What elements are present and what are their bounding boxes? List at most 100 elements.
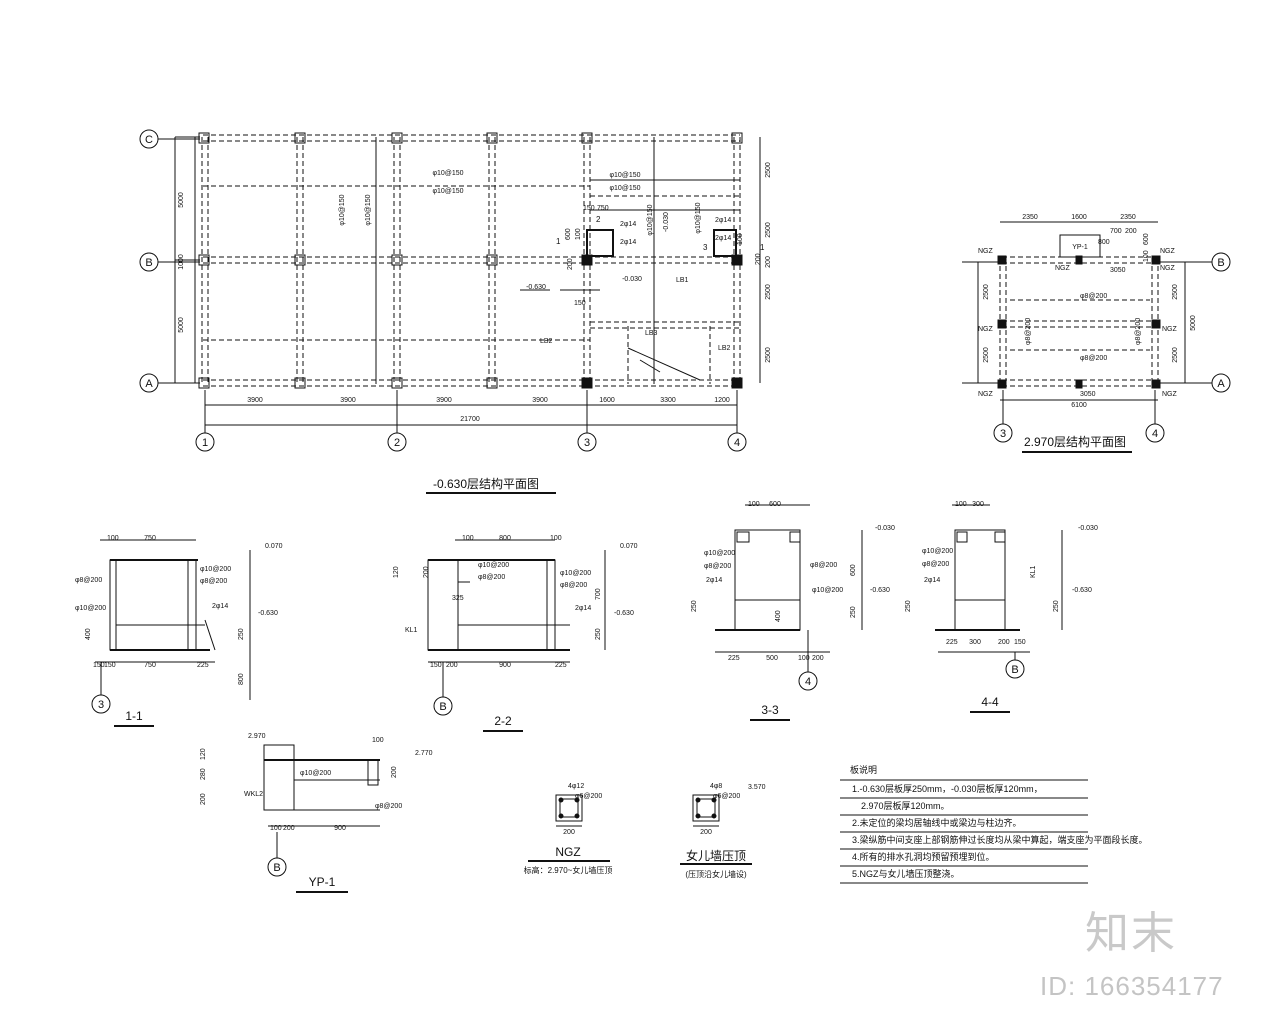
svg-text:250: 250: [1053, 600, 1060, 612]
svg-text:-0.630: -0.630: [870, 587, 890, 594]
svg-text:LB3: LB3: [645, 330, 658, 337]
svg-text:(压顶沿女儿墙设): (压顶沿女儿墙设): [685, 869, 747, 879]
svg-text:φ10@150: φ10@150: [647, 204, 654, 235]
svg-text:NGZ: NGZ: [1160, 248, 1176, 255]
svg-text:φ8@200: φ8@200: [810, 562, 837, 569]
svg-text:250: 250: [238, 628, 245, 640]
svg-text:3.570: 3.570: [748, 784, 766, 791]
section-3-3-title: 3-3: [761, 703, 779, 717]
svg-text:φ8@200: φ8@200: [1080, 293, 1107, 300]
svg-text:4: 4: [1152, 428, 1158, 440]
svg-text:φ6@200: φ6@200: [575, 793, 602, 800]
svg-text:900: 900: [499, 662, 511, 669]
svg-text:φ10@200: φ10@200: [75, 605, 106, 612]
axis-bubbles-number: 1 2 3 4: [195, 390, 747, 452]
notes-line-5: 4.所有的排水孔洞均预留预埋到位。: [852, 851, 995, 862]
notes-line-1: 1.-0.630层板厚250mm，-0.030层板厚120mm，: [852, 783, 1043, 794]
svg-text:150: 150: [583, 205, 595, 212]
svg-text:2500: 2500: [765, 162, 772, 178]
svg-text:φ10@150: φ10@150: [609, 172, 640, 179]
pit-box-2: [713, 229, 737, 257]
svg-text:-0.030: -0.030: [622, 276, 642, 283]
svg-text:φ10@150: φ10@150: [432, 170, 463, 177]
svg-text:2500: 2500: [1172, 284, 1179, 300]
section-4-4-title: 4-4: [981, 695, 999, 709]
main-plan: C B A 1 2 3 4 3900: [139, 129, 772, 494]
svg-text:200: 200: [765, 256, 772, 268]
svg-text:2φ14: 2φ14: [924, 577, 940, 584]
svg-text:φ8@200: φ8@200: [478, 574, 505, 581]
plan-main-title: -0.630层结构平面图: [433, 476, 539, 491]
svg-text:φ10@150: φ10@150: [609, 185, 640, 192]
section-2-2-title: 2-2: [494, 714, 512, 728]
svg-text:3900: 3900: [247, 397, 263, 404]
svg-text:600: 600: [565, 228, 572, 240]
svg-text:KL1: KL1: [1030, 565, 1037, 578]
axis-label-4: 4: [734, 437, 740, 449]
section-1-1-title: 1-1: [125, 709, 143, 723]
svg-text:4: 4: [805, 676, 811, 688]
svg-text:1600: 1600: [1071, 214, 1087, 221]
svg-text:6100: 6100: [1071, 402, 1087, 409]
svg-text:φ10@200: φ10@200: [200, 566, 231, 573]
svg-text:2350: 2350: [1022, 214, 1038, 221]
svg-text:21700: 21700: [460, 416, 480, 423]
svg-text:225: 225: [728, 655, 740, 662]
svg-text:NGZ: NGZ: [1162, 326, 1178, 333]
svg-text:1000: 1000: [178, 254, 185, 270]
svg-text:200: 200: [391, 766, 398, 778]
svg-text:2500: 2500: [983, 347, 990, 363]
axis-label-3: 3: [584, 437, 590, 449]
svg-text:0.070: 0.070: [265, 543, 283, 550]
svg-text:3050: 3050: [1080, 391, 1096, 398]
svg-text:标高：2.970~女儿墙压顶: 标高：2.970~女儿墙压顶: [524, 865, 613, 875]
axis-label-c: C: [145, 134, 153, 146]
svg-text:500: 500: [766, 655, 778, 662]
svg-text:225: 225: [946, 639, 958, 646]
svg-text:150: 150: [430, 662, 442, 669]
svg-text:φ8@200: φ8@200: [704, 563, 731, 570]
svg-text:750: 750: [597, 205, 609, 212]
svg-text:2.970: 2.970: [248, 733, 266, 740]
svg-text:200: 200: [700, 829, 712, 836]
svg-text:2.770: 2.770: [415, 750, 433, 757]
svg-text:700: 700: [595, 588, 602, 600]
notes-line-4: 3.梁纵筋中间支座上部钢筋伸过长度均从梁中算起，端支座为平面段长度。: [852, 834, 1148, 845]
svg-text:φ10@200: φ10@200: [704, 550, 735, 557]
svg-text:φ10@200: φ10@200: [300, 770, 331, 777]
svg-text:300: 300: [972, 501, 984, 508]
watermark-brand: 知末: [1085, 909, 1177, 958]
svg-text:100: 100: [737, 233, 744, 245]
svg-text:-0.030: -0.030: [1078, 525, 1098, 532]
detail-ngz-title: NGZ: [555, 845, 580, 859]
svg-text:2500: 2500: [1172, 347, 1179, 363]
watermark: 知末 ID: 166354177: [1040, 909, 1223, 1001]
svg-text:LB1: LB1: [676, 277, 689, 284]
svg-text:200: 200: [567, 258, 574, 270]
axis-label-a: A: [145, 378, 153, 390]
svg-text:2φ14: 2φ14: [212, 603, 228, 610]
svg-text:1200: 1200: [714, 397, 730, 404]
svg-text:100: 100: [575, 228, 582, 240]
svg-text:100: 100: [107, 535, 119, 542]
svg-text:200: 200: [283, 825, 295, 832]
svg-text:3900: 3900: [532, 397, 548, 404]
svg-text:3900: 3900: [436, 397, 452, 404]
axis-label-2: 2: [394, 437, 400, 449]
svg-text:100: 100: [955, 501, 967, 508]
svg-text:120: 120: [200, 748, 207, 760]
svg-text:200: 200: [446, 662, 458, 669]
svg-text:200: 200: [1125, 228, 1137, 235]
svg-text:150: 150: [93, 662, 105, 669]
svg-text:2500: 2500: [765, 222, 772, 238]
svg-text:φ10@200: φ10@200: [560, 570, 591, 577]
svg-text:φ10@200: φ10@200: [922, 548, 953, 555]
axis-bubbles-letter: C B A: [139, 129, 200, 393]
svg-text:2φ14: 2φ14: [706, 577, 722, 584]
svg-text:100: 100: [462, 535, 474, 542]
svg-text:NGZ: NGZ: [978, 248, 994, 255]
svg-text:2φ14: 2φ14: [620, 239, 636, 246]
svg-text:150: 150: [574, 300, 586, 307]
svg-text:2φ14: 2φ14: [575, 605, 591, 612]
